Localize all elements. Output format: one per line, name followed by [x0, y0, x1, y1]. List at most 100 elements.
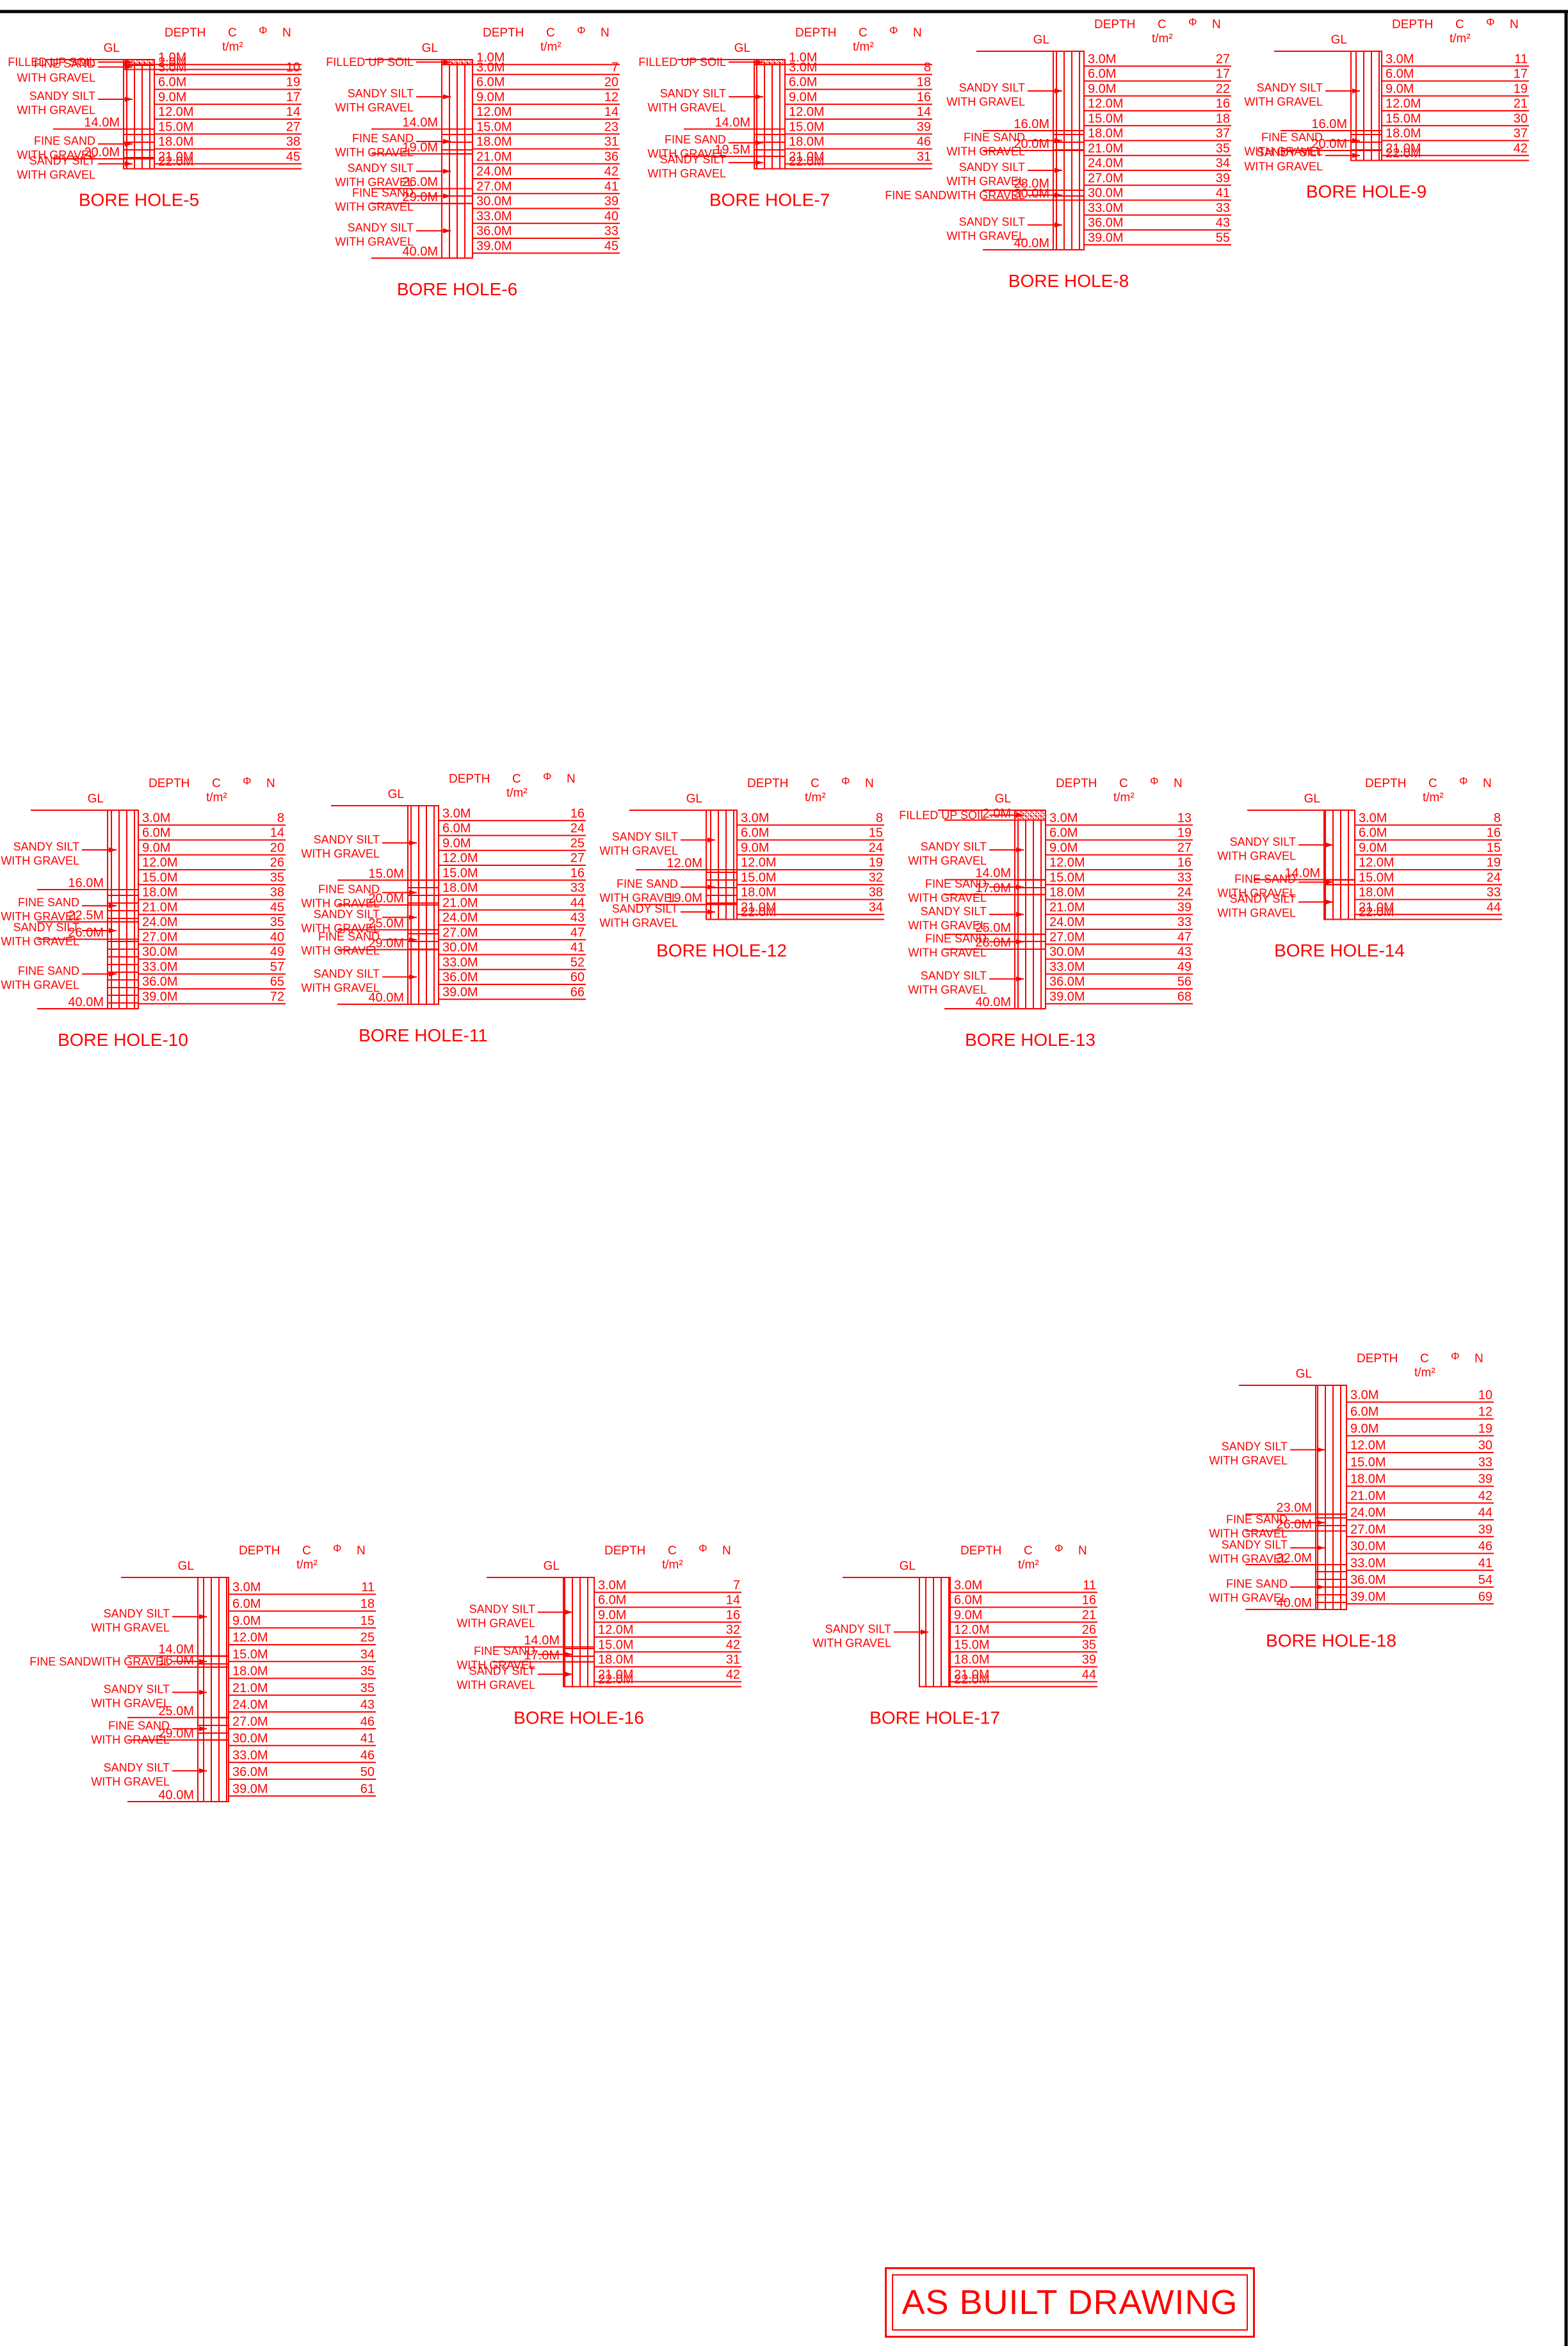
layer-arrow-icon — [199, 1726, 207, 1732]
test-n-value: 10 — [286, 60, 300, 74]
layer-label: SANDY SILT — [348, 161, 414, 174]
test-depth: 9.0M — [232, 1614, 261, 1628]
test-depth: 9.0M — [442, 836, 471, 851]
layer-label: FINE SAND — [964, 131, 1025, 144]
test-depth: 27.0M — [1350, 1522, 1386, 1536]
layer-label: WITH GRAVEL — [908, 919, 987, 932]
depth-header: DEPTH — [1357, 1352, 1398, 1365]
test-depth: 6.0M — [232, 1597, 261, 1611]
boundary-depth-label: 14.0M — [1284, 867, 1320, 881]
test-n-value: 34 — [869, 900, 883, 915]
layer-arrow-icon — [109, 903, 117, 909]
test-depth: 12.0M — [1386, 97, 1421, 111]
layer-label: WITH GRAVEL — [335, 101, 414, 114]
layer-arrow-icon — [707, 884, 715, 890]
layer-label: SANDY SILT — [660, 87, 726, 100]
layer-arrow-icon — [707, 909, 715, 915]
test-depth: 3.0M — [954, 1578, 982, 1592]
test-n-value: 24 — [869, 841, 883, 855]
layer-arrow-icon — [409, 915, 417, 920]
depth-header: DEPTH — [960, 1544, 1001, 1558]
test-n-value: 49 — [270, 945, 284, 959]
layer-label: WITH GRAVEL — [301, 897, 380, 910]
layer-label: WITH GRAVEL — [91, 1621, 170, 1634]
test-n-value: 42 — [726, 1668, 740, 1682]
boundary-depth-label: 40.0M — [368, 991, 404, 1005]
test-depth: 15.0M — [442, 866, 478, 880]
test-n-value: 17 — [1514, 67, 1528, 81]
boundary-depth-label: 22.5M — [68, 908, 104, 922]
phi-header: Φ — [1150, 775, 1159, 787]
test-depth: 18.0M — [1359, 886, 1394, 900]
test-depth: 9.0M — [598, 1608, 626, 1622]
test-depth: 24.0M — [476, 165, 512, 179]
test-n-value: 35 — [1082, 1638, 1096, 1652]
layer-label: WITH GRAVEL — [908, 984, 987, 997]
unit-header: t/m² — [1414, 1366, 1435, 1380]
boundary-depth-label: 28.0M — [1014, 177, 1049, 191]
test-n-value: 27 — [1177, 841, 1192, 855]
boundary-depth-label: 29.0M — [158, 1727, 194, 1741]
test-depth: 18.0M — [741, 886, 777, 900]
test-depth: 3.0M — [1350, 1388, 1378, 1402]
gl-label: GL — [686, 792, 702, 806]
n-header: N — [1475, 1352, 1483, 1365]
test-depth: 9.0M — [1088, 82, 1116, 96]
test-n-value: 8 — [876, 811, 883, 825]
test-depth: 33.0M — [442, 956, 478, 970]
test-n-value: 16 — [1216, 97, 1230, 111]
test-depth: 39.0M — [1088, 231, 1124, 245]
layer-arrow-icon — [1055, 192, 1062, 198]
test-depth: 6.0M — [598, 1593, 626, 1608]
test-depth: 9.0M — [142, 841, 170, 855]
boundary-depth-label: 26.0M — [1276, 1518, 1312, 1532]
depth-header: DEPTH — [449, 772, 490, 786]
test-n-value: 39 — [1216, 171, 1230, 185]
test-n-value: 45 — [604, 239, 618, 253]
boundary-depth-label: 14.0M — [158, 1643, 194, 1657]
layer-arrow-icon — [1317, 1584, 1325, 1590]
phi-header: Φ — [333, 1542, 342, 1554]
layer-arrow-icon — [1055, 88, 1062, 94]
test-depth: 18.0M — [1386, 127, 1421, 141]
layer-label: WITH GRAVEL — [1209, 1592, 1288, 1604]
test-n-value: 69 — [1478, 1590, 1492, 1604]
gl-label: GL — [1033, 33, 1049, 47]
test-n-value: 33 — [1478, 1455, 1492, 1469]
layer-label: FINE SAND — [34, 58, 95, 70]
test-n-value: 16 — [1487, 826, 1501, 840]
test-n-value: 17 — [286, 90, 300, 104]
test-n-value: 18 — [360, 1597, 375, 1611]
test-depth: 15.0M — [1088, 111, 1124, 126]
layer-label: WITH GRAVEL — [17, 72, 95, 85]
n-header: N — [567, 772, 576, 786]
c-header: C — [512, 772, 521, 786]
layer-arrow-icon — [1352, 88, 1360, 94]
boundary-depth-label: 25.0M — [158, 1704, 194, 1718]
test-depth: 39.0M — [142, 990, 178, 1004]
borehole-title: BORE HOLE-17 — [869, 1708, 1000, 1728]
phi-header: Φ — [1188, 16, 1197, 28]
test-depth: 12.0M — [142, 856, 178, 870]
phi-header: Φ — [889, 24, 898, 37]
test-n-value: 19 — [869, 856, 883, 870]
layer-label: SANDY SILT — [314, 833, 380, 846]
n-header: N — [913, 26, 922, 40]
c-header: C — [859, 26, 868, 40]
layer-arrow-icon — [1325, 879, 1333, 885]
phi-header: Φ — [1451, 1350, 1460, 1362]
layer-label: SANDY SILT — [1230, 892, 1296, 905]
layer-label: FINE SANDWITH GRAVEL — [29, 1655, 170, 1668]
test-depth: 24.0M — [232, 1698, 268, 1712]
test-depth: 6.0M — [442, 822, 471, 836]
test-n-value: 11 — [361, 1580, 375, 1594]
test-depth: 15.0M — [158, 120, 194, 134]
test-depth: 21.0M — [1088, 142, 1124, 156]
c-header: C — [546, 26, 555, 40]
test-n-value: 27 — [286, 120, 300, 134]
depth-header: DEPTH — [483, 26, 524, 40]
test-depth: 1.0M — [158, 51, 186, 65]
